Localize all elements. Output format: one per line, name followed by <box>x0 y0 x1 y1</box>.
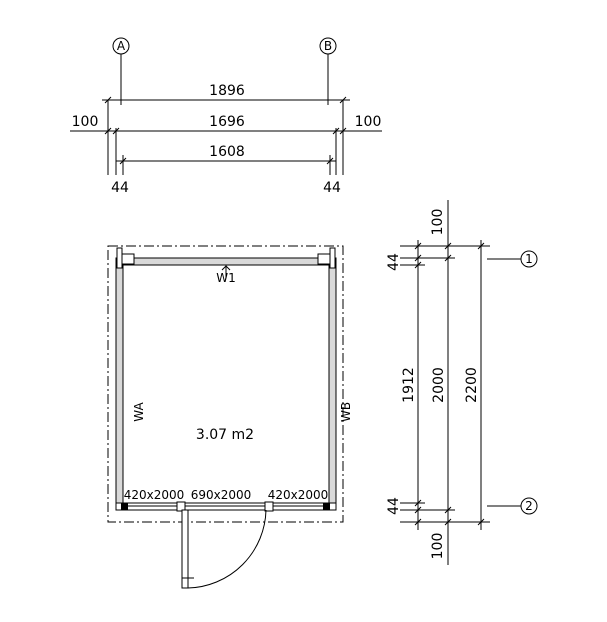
wall-left <box>115 257 124 511</box>
wall-right <box>328 257 337 511</box>
dim-clear-width: 1608 <box>209 144 245 160</box>
walls <box>115 247 337 512</box>
grid-axis-a: A <box>112 37 130 95</box>
grid-axis-1-label: 1 <box>525 252 533 266</box>
wall-marker-wa-label: WA <box>132 402 146 422</box>
dim-right-offset: 100 <box>355 114 382 130</box>
opening-right: 420x2000 <box>268 488 329 502</box>
dim-inner-width: 1696 <box>209 114 245 130</box>
wall-marker-wa: WA <box>132 402 146 422</box>
wall-top <box>115 257 337 266</box>
arrow-up-icon <box>221 264 231 278</box>
grid-axis-b: B <box>319 37 337 95</box>
dim-left-wall: 44 <box>111 180 129 196</box>
dim-inner-depth: 2000 <box>431 367 447 403</box>
dim-bottom-offset: 100 <box>430 533 446 560</box>
door-leaf <box>181 509 189 589</box>
horizontal-dimensions <box>70 95 382 175</box>
grid-axis-b-label: B <box>324 39 332 53</box>
door-swing-arc <box>187 509 267 589</box>
dim-right-wall: 44 <box>323 180 341 196</box>
wall-marker-w1-label: W1 <box>216 271 236 285</box>
dim-top-offset: 100 <box>430 209 446 236</box>
dim-overall-depth: 2200 <box>464 367 480 403</box>
dim-top-wall: 44 <box>386 253 402 271</box>
grid-axis-a-label: A <box>117 39 126 53</box>
wall-marker-wb-label: WB <box>339 402 353 422</box>
grid-axis-2-label: 2 <box>525 499 533 513</box>
dim-left-offset: 100 <box>72 114 99 130</box>
dim-bottom-wall: 44 <box>386 497 402 515</box>
opening-door: 690x2000 <box>191 488 252 502</box>
wall-marker-w1: W1 <box>216 264 236 285</box>
opening-left: 420x2000 <box>124 488 185 502</box>
door <box>181 509 267 589</box>
post-bottom-right <box>323 503 330 510</box>
grid-axis-2: 2 <box>520 497 538 515</box>
dim-overall-width: 1896 <box>209 83 245 99</box>
room-area: 3.07 m2 <box>196 427 254 443</box>
plot-outline <box>107 245 344 523</box>
dim-clear-depth: 1912 <box>401 367 417 403</box>
vertical-dimensions <box>400 200 521 565</box>
wall-marker-wb: WB <box>339 402 353 422</box>
grid-axis-1: 1 <box>520 250 538 268</box>
post-bottom-left <box>121 503 128 510</box>
door-handle-icon <box>181 572 194 579</box>
